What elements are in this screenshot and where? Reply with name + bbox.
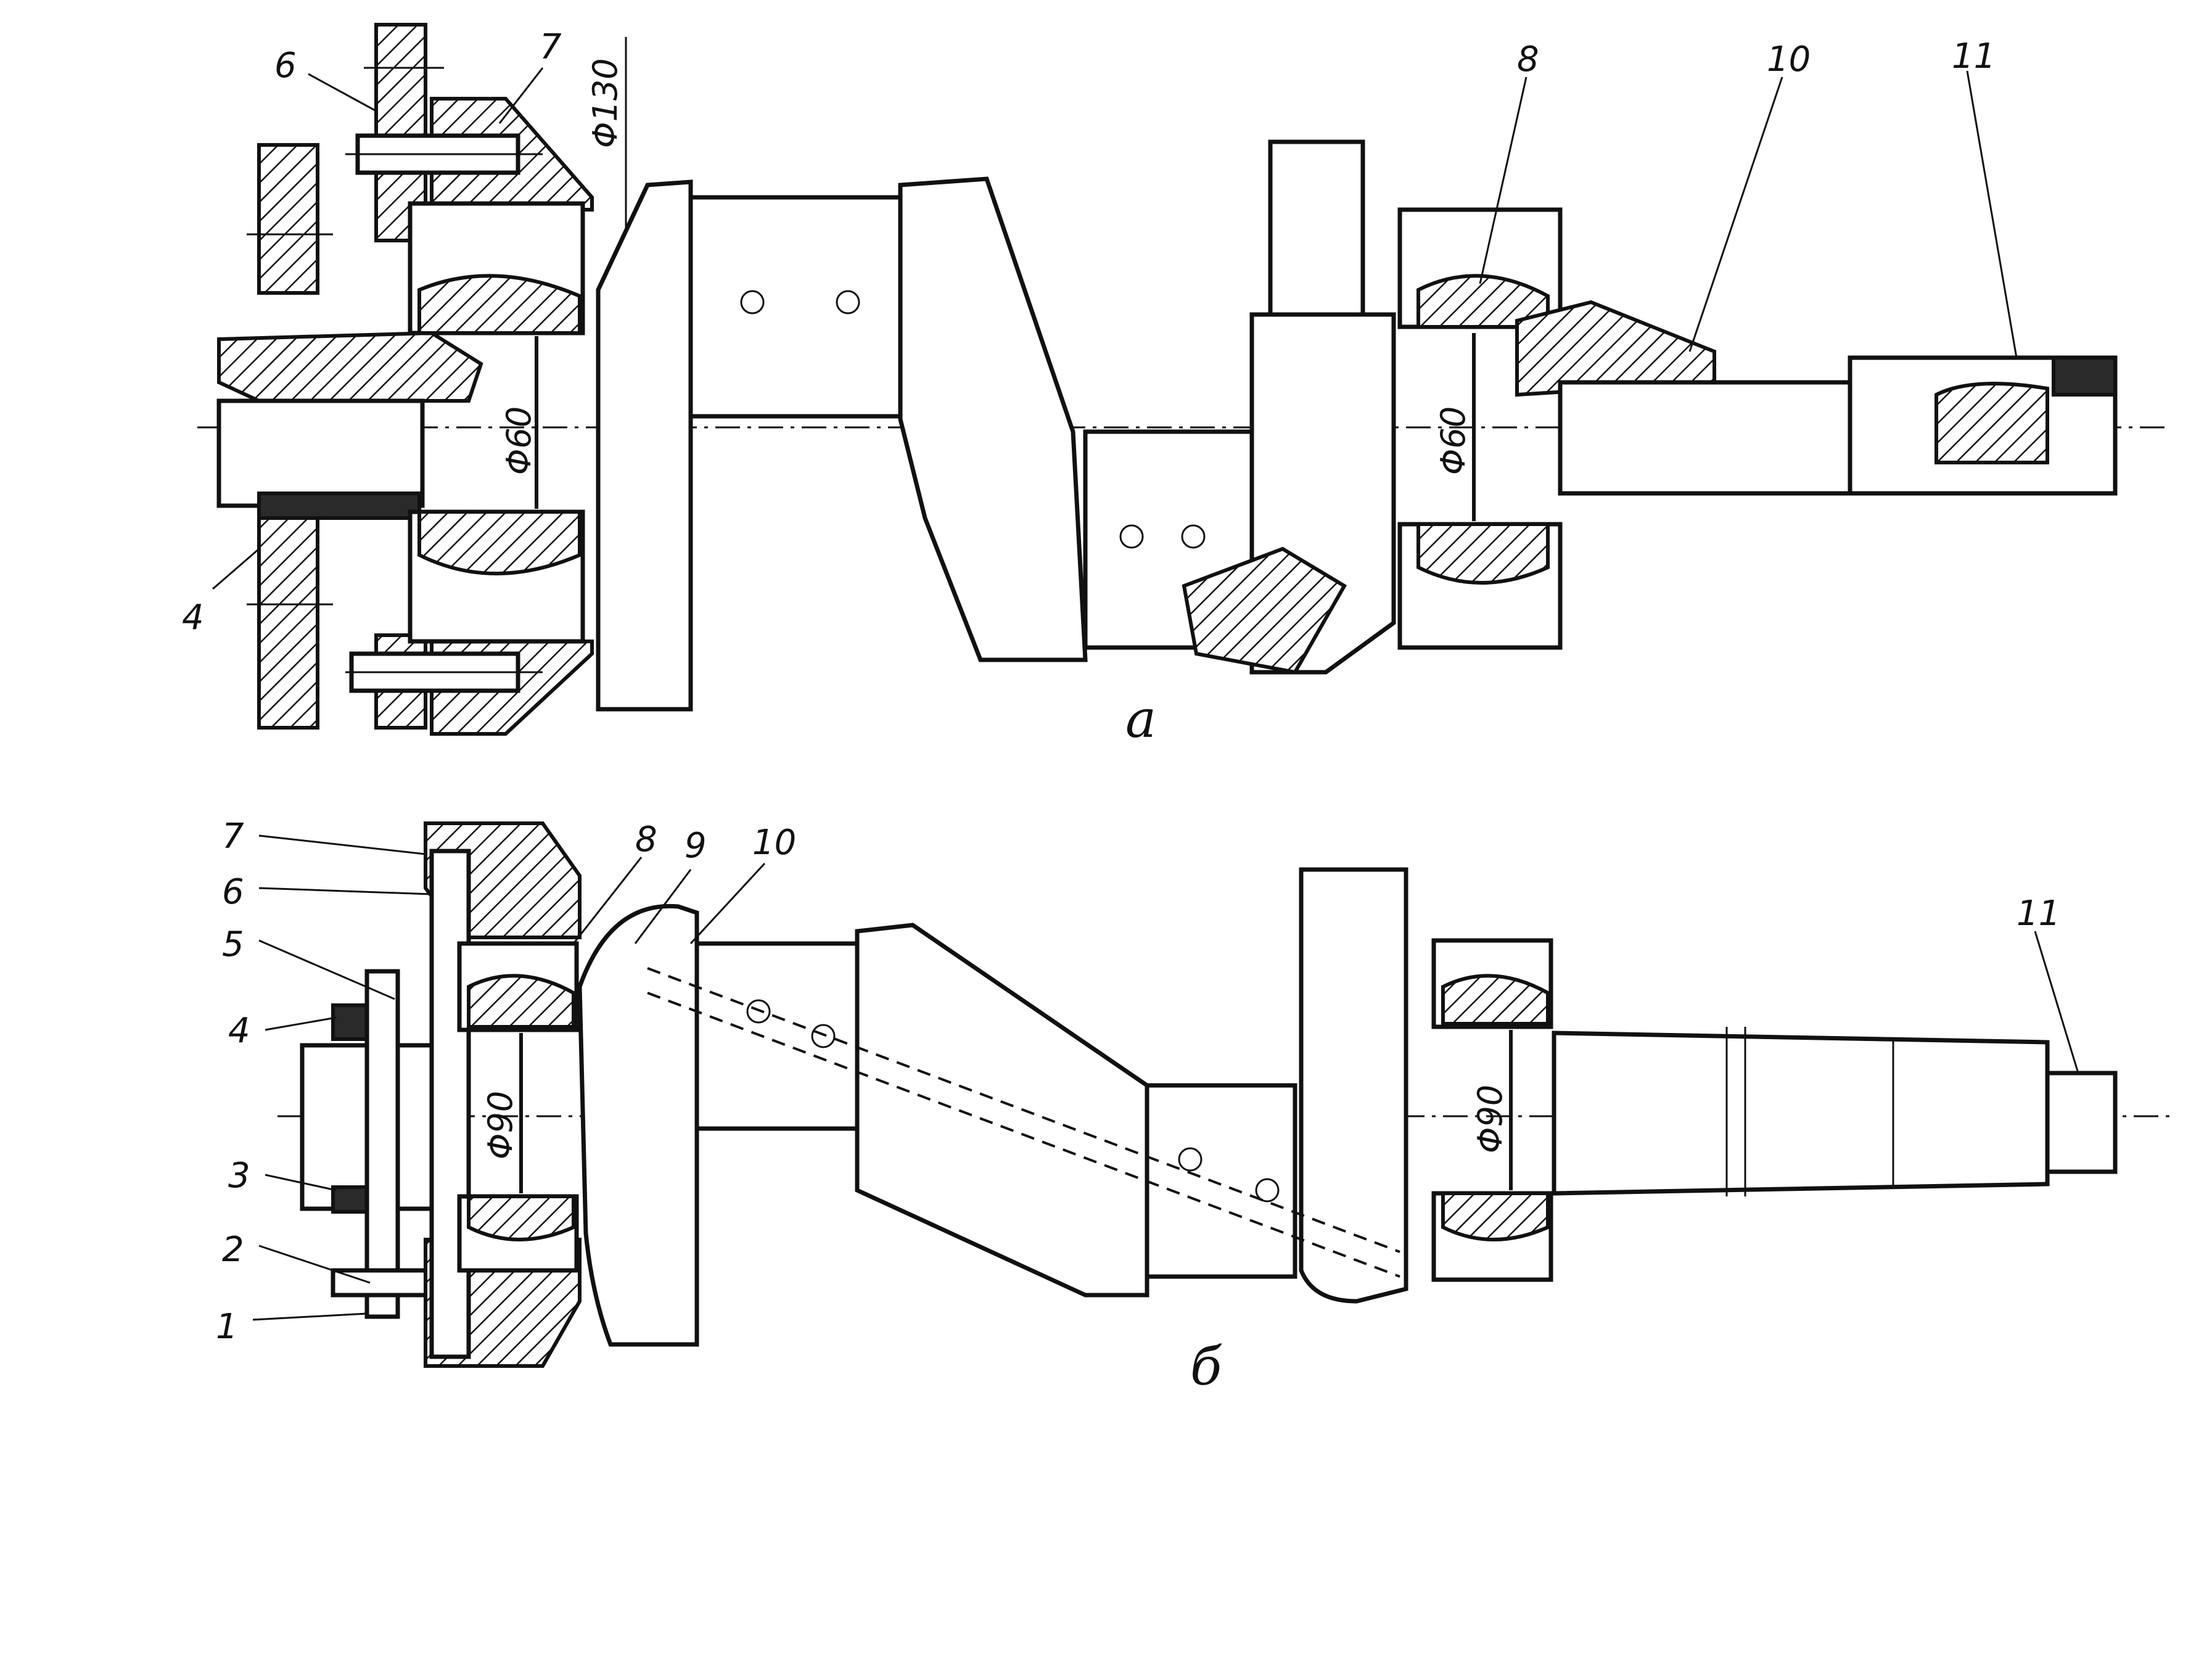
dim-phi90-left-b: Φ90 [481, 1091, 520, 1159]
caption-b: б [1190, 1336, 1222, 1397]
left-bearing-b: Φ90 [457, 941, 579, 1273]
label-11-b: 11 [2017, 894, 2060, 934]
dim-phi130-a: Φ130 [586, 58, 625, 148]
label-1-b: 1 [216, 1307, 238, 1347]
label-3-b: 3 [228, 1156, 250, 1196]
label-11-a: 11 [1952, 36, 1996, 76]
label-9-b: 9 [685, 826, 707, 866]
label-8-b: 8 [635, 820, 657, 860]
label-10-b: 10 [752, 823, 796, 863]
label-2-b: 2 [222, 1230, 244, 1270]
label-4-b: 4 [228, 1011, 250, 1051]
crank-web-left-a [596, 179, 903, 712]
label-4-a: 4 [182, 598, 204, 638]
right-bearing-8-a: Φ60 [1397, 207, 1563, 650]
label-6-b: 6 [222, 872, 244, 912]
shaft-10-b [1552, 1027, 2118, 1196]
label-7-b: 7 [222, 817, 244, 857]
crank-web-right-a [1182, 139, 1396, 675]
dim-phi60-left-a: Φ60 [500, 406, 538, 475]
shaft-10-a [1515, 300, 2118, 496]
view-a: Φ130 Φ60 Φ60 [182, 23, 2171, 749]
right-bearing-b: Φ90 [1431, 938, 1553, 1282]
label-6-a: 6 [274, 46, 297, 86]
crank-web-left-b [577, 867, 1408, 1347]
caption-a: а [1125, 689, 1156, 749]
label-8-a: 8 [1517, 39, 1539, 80]
label-10-a: 10 [1767, 39, 1811, 80]
left-bearing-a [408, 201, 585, 644]
shaft-hub-a [216, 331, 483, 520]
dim-phi90-right-b: Φ90 [1471, 1085, 1510, 1153]
dim-phi60-right-a: Φ60 [1434, 406, 1473, 475]
label-7-a: 7 [540, 27, 562, 67]
view-b: Φ90 Φ90 [216, 817, 2171, 1397]
label-5-b: 5 [222, 924, 244, 965]
gear-4-a [247, 143, 333, 730]
